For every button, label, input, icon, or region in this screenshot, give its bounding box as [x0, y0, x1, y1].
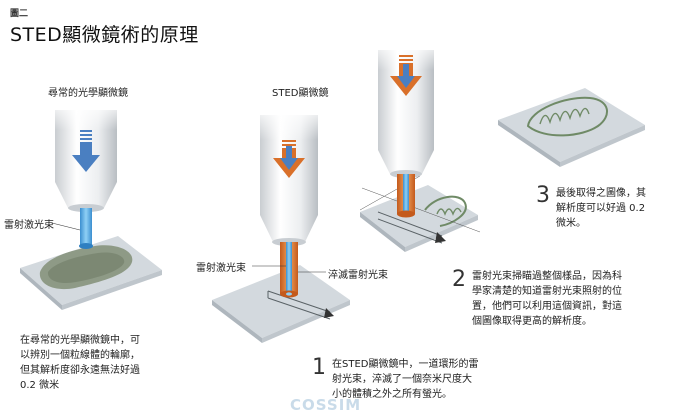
- step-2-text: 雷射光束掃瞄過整個樣品，因為科 學家清楚的知道雷射光束照射的位 置，他們可以利用…: [472, 269, 622, 329]
- figure-label: 圖二: [10, 9, 29, 19]
- step-line: 學家清楚的知道雷射光束照射的位: [472, 286, 622, 297]
- step-line: 射光束，淬滅了一個奈米尺度大: [332, 374, 472, 385]
- step-3-number: 3: [536, 183, 550, 208]
- step-line: 雷射光束掃瞄過整個樣品，因為科: [472, 271, 622, 282]
- step-line: 最後取得之圖像，其: [556, 188, 646, 199]
- sted-microscope: [212, 105, 350, 343]
- conventional-beam-label: 雷射激光束: [4, 220, 54, 231]
- step-line: 置，他們可以利用這個資訊，對這: [472, 301, 622, 312]
- step-line: 解析度可以好過 0.2: [556, 203, 646, 214]
- final-image: [498, 88, 645, 167]
- step-1-number: 1: [312, 355, 326, 380]
- slide-scanning: [360, 185, 478, 247]
- slide-final: [498, 88, 645, 162]
- step-line: 在STED顯微鏡中，一道環形的雷: [332, 359, 479, 370]
- mitochondrion-sharp: [526, 96, 608, 137]
- caption-line: 但其解析度卻永遠無法好過: [20, 365, 140, 376]
- excitation-beam-core: [286, 242, 292, 294]
- step-3-text: 最後取得之圖像，其 解析度可以好過 0.2 微米。: [556, 186, 646, 231]
- sted-scanning: [359, 40, 481, 252]
- caption-line: 以辨別一個粒線體的輪廓，: [20, 350, 140, 361]
- quench-beam-label: 淬滅雷射光束: [328, 270, 388, 281]
- sted-beam-label: 雷射激光束: [196, 263, 246, 274]
- page-title: STED顯微鏡術的原理: [10, 24, 199, 46]
- caption-line: 在尋常的光學顯微鏡中，可: [20, 335, 140, 346]
- excitation-beam: [80, 208, 92, 246]
- step-1-text: 在STED顯微鏡中，一道環形的雷 射光束，淬滅了一個奈米尺度大 小的體積之外之所…: [332, 357, 478, 402]
- excitation-arrow-small-icon: [280, 146, 298, 170]
- sted-heading: STED顯微鏡: [272, 88, 329, 99]
- step-line: 個圖像取得更高的解析度。: [472, 316, 592, 327]
- excitation-arrow-small-icon-2: [397, 64, 415, 88]
- step-2-number: 2: [452, 267, 466, 292]
- conventional-microscope: [20, 100, 162, 310]
- slide-sted: [212, 265, 350, 338]
- step-line: 微米。: [556, 218, 586, 229]
- watermark-logo: COSSIM: [290, 396, 362, 414]
- excitation-arrow-icon: [72, 130, 100, 172]
- caption-line: 0.2 微米: [20, 380, 60, 391]
- conventional-heading: 尋常的光學顯微鏡: [48, 88, 128, 99]
- step-line: 小的體積之外之所有螢光。: [332, 389, 452, 400]
- conventional-caption: 在尋常的光學顯微鏡中，可 以辨別一個粒線體的輪廓， 但其解析度卻永遠無法好過 0…: [20, 333, 140, 393]
